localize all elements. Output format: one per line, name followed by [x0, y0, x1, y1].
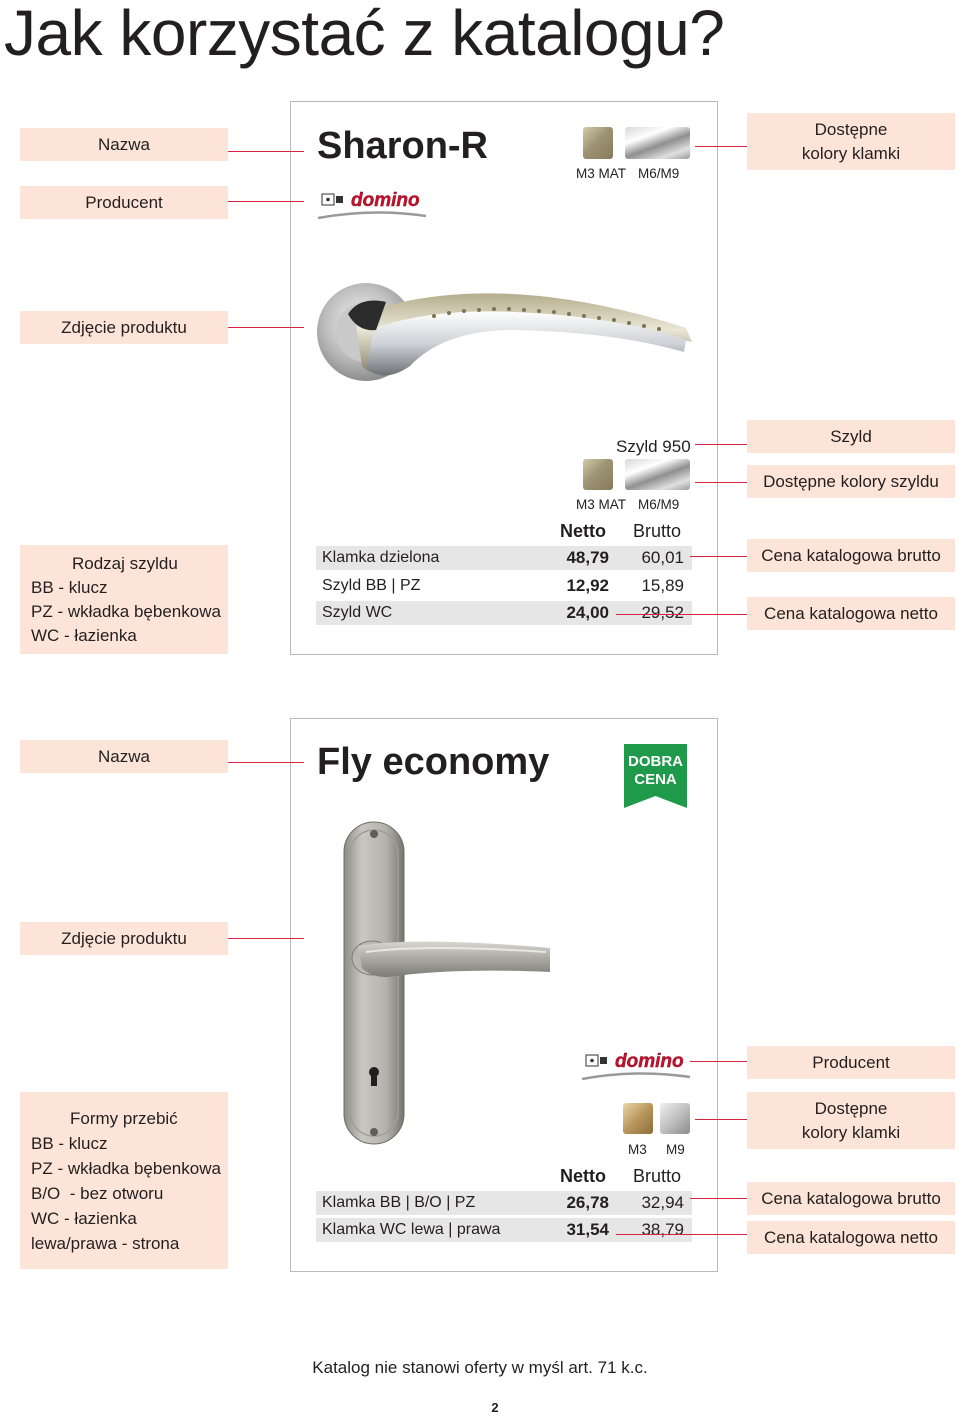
color-label: M3 [628, 1142, 647, 1157]
price-netto: 26,78 [566, 1193, 609, 1212]
connector-line [228, 201, 304, 202]
product-name: Fly economy [317, 741, 550, 783]
label-name: Nazwa [20, 128, 228, 161]
plate-swatch-m6-m9 [625, 459, 690, 490]
price-row: Klamka WC lewa | prawa 31,54 38,79 [316, 1218, 692, 1242]
label-handle-colors: Dostępne kolory klamki [747, 1092, 955, 1149]
connector-line [695, 1119, 747, 1120]
connector-line [690, 1061, 747, 1062]
label-forms: Formy przebić BB - klucz PZ - wkładka bę… [20, 1092, 228, 1269]
forms-line: B/O - bez otworu [31, 1183, 164, 1203]
label-price-netto: Cena katalogowa netto [747, 597, 955, 630]
connector-line [228, 151, 304, 152]
label-line: kolory klamki [801, 1122, 901, 1142]
label-plate-type: Rodzaj szyldu BB - klucz PZ - wkładka bę… [20, 545, 228, 654]
forms-line: BB - klucz [31, 1133, 108, 1153]
label-line: Dostępne [814, 1098, 888, 1118]
plate-type-line: WC - łazienka [31, 625, 137, 645]
label-plate-colors: Dostępne kolory szyldu [747, 465, 955, 498]
brand-logo-domino: domino [316, 184, 428, 222]
connector-line [690, 556, 747, 557]
label-producer: Producent [747, 1046, 955, 1079]
label-name: Nazwa [20, 740, 228, 773]
badge-line: CENA [634, 771, 677, 788]
price-row-label: Klamka dzielona [322, 549, 440, 566]
label-handle-colors: Dostępne kolory klamki [747, 113, 955, 170]
connector-line [695, 482, 747, 483]
plate-swatch-m3-mat [583, 459, 613, 490]
price-brutto: 29,52 [641, 603, 684, 622]
label-line: kolory klamki [801, 143, 901, 163]
product-name: Sharon-R [317, 125, 488, 167]
price-row-label: Szyld BB | PZ [322, 577, 421, 594]
label-photo: Zdjęcie produktu [20, 922, 228, 955]
brutto-header: Brutto [633, 1166, 682, 1186]
color-label: M9 [666, 1142, 685, 1157]
price-row: Szyld BB | PZ 12,92 15,89 [316, 574, 692, 598]
price-netto: 48,79 [566, 548, 609, 567]
price-row: Klamka BB | B/O | PZ 26,78 32,94 [316, 1191, 692, 1215]
page-title: Jak korzystać z katalogu? [4, 0, 725, 69]
connector-line [690, 1198, 747, 1199]
label-plate: Szyld [747, 420, 955, 453]
swatch-m9 [660, 1103, 690, 1134]
price-row-label: Klamka WC lewa | prawa [322, 1221, 501, 1238]
plate-type-line: Rodzaj szyldu [72, 553, 178, 573]
brand-logo-domino: domino [580, 1045, 692, 1083]
price-brutto: 32,94 [641, 1193, 684, 1212]
label-price-brutto: Cena katalogowa brutto [747, 539, 955, 572]
forms-line: Formy przebić [70, 1108, 178, 1128]
footer-disclaimer: Katalog nie stanowi oferty w myśl art. 7… [312, 1358, 648, 1377]
forms-line: lewa/prawa - strona [31, 1233, 180, 1253]
connector-line [695, 444, 747, 445]
netto-header: Netto [560, 1166, 606, 1186]
price-row-label: Klamka BB | B/O | PZ [322, 1194, 476, 1211]
connector-line [616, 614, 747, 615]
color-label: M3 MAT [576, 166, 626, 181]
product-photo-fly-economy [336, 820, 554, 1150]
connector-line [695, 146, 747, 147]
swatch-m3 [623, 1103, 653, 1134]
swatch-m3-mat [583, 127, 613, 159]
page-number: 2 [491, 1400, 499, 1415]
label-price-netto: Cena katalogowa netto [747, 1221, 955, 1254]
price-row: Klamka dzielona 48,79 60,01 [316, 546, 692, 570]
label-photo: Zdjęcie produktu [20, 311, 228, 344]
netto-header: Netto [560, 521, 606, 541]
plate-type-line: BB - klucz [31, 577, 108, 597]
plate-name: Szyld 950 [616, 437, 691, 456]
price-netto: 24,00 [566, 603, 609, 622]
plate-type-line: PZ - wkładka bębenkowa [31, 601, 221, 621]
color-label: M6/M9 [638, 166, 680, 181]
badge-line: DOBRA [628, 753, 683, 770]
price-netto: 31,54 [566, 1220, 609, 1239]
plate-color-label: M3 MAT [576, 497, 626, 512]
label-price-brutto: Cena katalogowa brutto [747, 1182, 955, 1215]
connector-line [228, 938, 304, 939]
badge-good-price: DOBRA CENA [624, 744, 687, 808]
label-line: Dostępne [814, 119, 888, 139]
brutto-header: Brutto [633, 521, 682, 541]
brand-logo-text: domino [615, 1051, 684, 1072]
forms-line: PZ - wkładka bębenkowa [31, 1158, 221, 1178]
forms-line: WC - łazienka [31, 1208, 137, 1228]
brand-logo-text: domino [351, 190, 420, 211]
price-netto: 12,92 [566, 576, 609, 595]
plate-color-label: M6/M9 [638, 497, 680, 512]
product-photo-sharon [314, 280, 698, 390]
connector-line [228, 327, 304, 328]
price-row-label: Szyld WC [322, 604, 393, 621]
label-producer: Producent [20, 186, 228, 219]
price-brutto: 15,89 [641, 576, 684, 595]
price-row: Szyld WC 24,00 29,52 [316, 601, 692, 625]
connector-line [616, 1234, 747, 1235]
price-brutto: 60,01 [641, 548, 684, 567]
connector-line [228, 762, 304, 763]
price-brutto: 38,79 [641, 1220, 684, 1239]
swatch-m6-m9 [625, 127, 690, 159]
